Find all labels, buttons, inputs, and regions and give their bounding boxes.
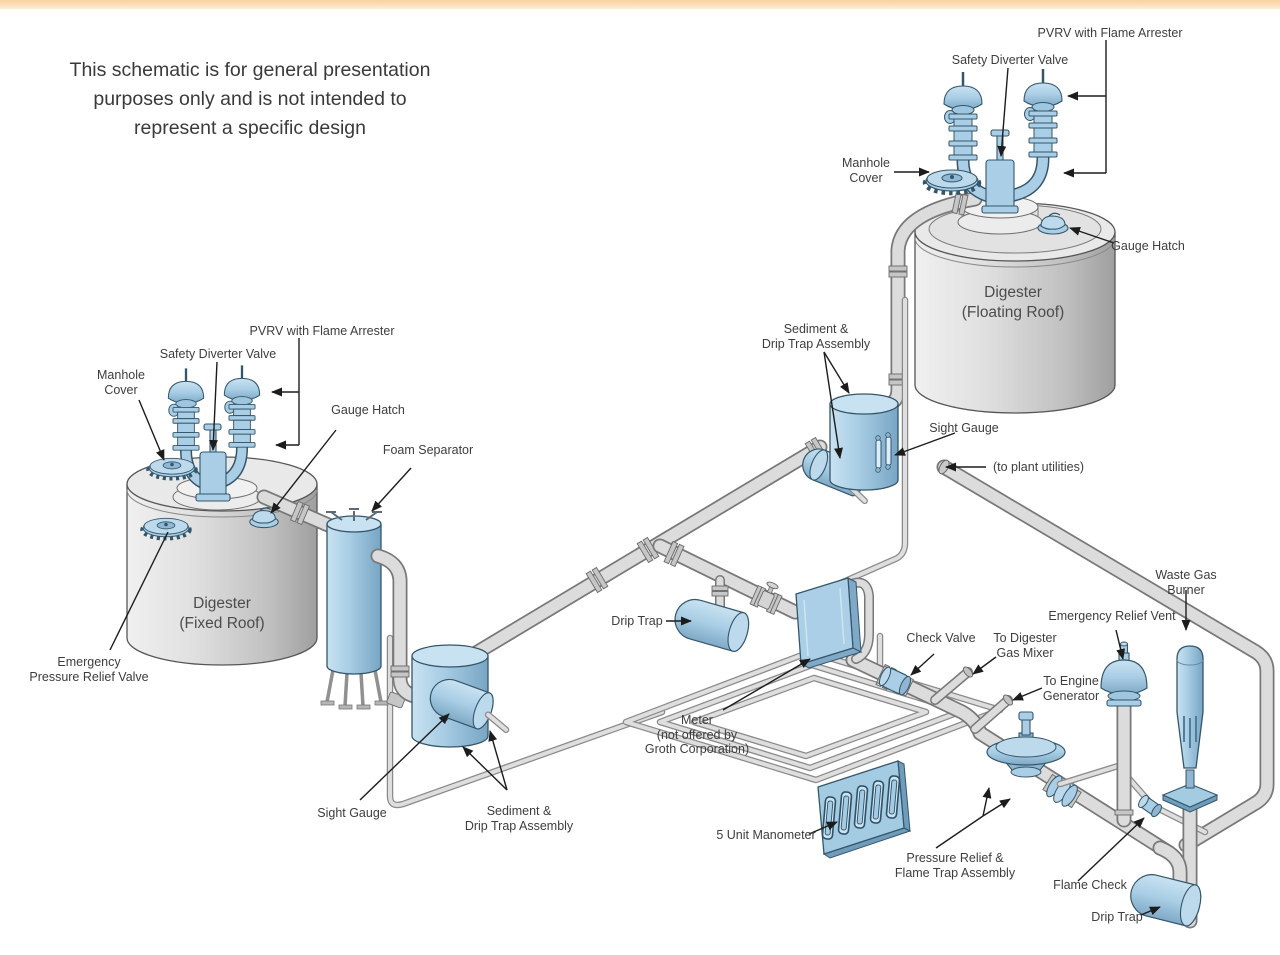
sight-gauge-upper-device — [875, 432, 892, 473]
label-sediment-trap-lower: Sediment & Drip Trap Assembly — [464, 804, 574, 833]
label-drip-trap-center: Drip Trap — [611, 614, 663, 628]
label-manometer: 5 Unit Manometer — [716, 828, 816, 842]
label-waste-gas-burner: Waste Gas Burner — [1155, 568, 1217, 597]
leader-sediment-upper-2 — [823, 351, 843, 459]
check-valve-device — [876, 665, 914, 697]
leader-gauge-hatch-floating — [1069, 226, 1115, 244]
label-to-engine-generator: To Engine Generator — [1042, 674, 1100, 703]
label-sight-gauge-lower: Sight Gauge — [317, 806, 387, 820]
label-meter: Meter (not offered by Groth Corporation) — [644, 713, 750, 756]
background-pipes — [386, 296, 1275, 853]
label-to-digester-gas-mixer: To Digester Gas Mixer — [993, 631, 1057, 660]
leader-engine-generator — [1012, 687, 1043, 701]
pvrv-flame-arrester-floating-left — [942, 70, 984, 162]
label-to-plant-utilities: (to plant utilities) — [993, 460, 1085, 474]
label-drip-trap-lower-right: Drip Trap — [1091, 910, 1143, 924]
leader-sediment-lower-1 — [462, 746, 508, 791]
leader-sight-gauge-lower — [359, 713, 450, 801]
label-check-valve: Check Valve — [906, 631, 976, 645]
label-sediment-trap-upper: Sediment & Drip Trap Assembly — [761, 322, 871, 351]
leader-gas-mixer — [972, 656, 997, 675]
meter-device — [795, 577, 874, 669]
leader-manhole-fixed — [138, 399, 165, 461]
label-foam-separator: Foam Separator — [382, 443, 474, 457]
label-manhole-fixed: Manhole Cover — [97, 368, 145, 397]
label-flame-check: Flame Check — [1053, 878, 1127, 892]
safety-diverter-valve-floating — [981, 129, 1019, 214]
label-safety-diverter-fixed: Safety Diverter Valve — [159, 347, 277, 361]
leader-sdv-fixed — [208, 361, 218, 451]
top-accent-bar — [0, 0, 1280, 9]
pvrv-flame-arrester-fixed-left — [167, 367, 205, 452]
gate-valve-fitting — [749, 581, 783, 616]
pvrv-flame-arrester-fixed-right — [223, 364, 261, 449]
label-digester-floating: Digester (Floating Roof) — [961, 284, 1065, 321]
foam-separator-outlet-pipe — [370, 548, 422, 704]
leader-foam-separator — [371, 467, 412, 512]
leader-drip-trap-lower-right — [1140, 906, 1161, 916]
drip-trap-center-vessel — [674, 575, 750, 652]
label-sight-gauge-upper: Sight Gauge — [929, 421, 999, 435]
valve-assembly-floating — [925, 67, 1069, 235]
leader-check-valve — [910, 653, 935, 676]
leader-erv — [1115, 629, 1126, 660]
leader-manometer — [808, 821, 838, 835]
drip-trap-lower-right-vessel — [1130, 840, 1202, 927]
sediment-drip-trap-assembly-lower — [411, 644, 510, 748]
leader-sediment-lower-2 — [488, 730, 508, 791]
label-manhole-floating: Manhole Cover — [842, 156, 890, 185]
pressure-relief-flame-trap-device — [986, 711, 1082, 809]
leader-meter — [722, 658, 811, 711]
label-pressure-relief-flame-trap: Pressure Relief & Flame Trap Assembly — [894, 851, 1016, 880]
label-safety-diverter-floating: Safety Diverter Valve — [951, 53, 1069, 67]
leader-arrows — [109, 40, 1191, 916]
leader-sediment-upper-1 — [823, 351, 850, 394]
leader-eprv — [109, 531, 169, 651]
label-pvrv-fixed: PVRV with Flame Arrester — [249, 324, 395, 338]
equipment-branch-pipes — [652, 538, 1176, 860]
leader-sight-gauge-upper — [894, 432, 956, 456]
label-pvrv-floating: PVRV with Flame Arrester — [1037, 26, 1183, 40]
leader-sdv-floating — [997, 67, 1009, 157]
manometer-panel — [817, 760, 912, 859]
valve-assembly-fixed — [140, 364, 279, 541]
digester-floating-roof — [914, 195, 1116, 414]
label-gauge-hatch-fixed: Gauge Hatch — [331, 403, 405, 417]
foam-separator-vessel — [320, 508, 406, 710]
label-emergency-relief-vent: Emergency Relief Vent — [1048, 609, 1176, 623]
pvrv-flame-arrester-floating-right — [1022, 67, 1064, 159]
flame-check-device — [1138, 794, 1162, 818]
flame-check-line — [1056, 762, 1209, 836]
label-eprv: Emergency Pressure Relief Valve — [29, 655, 149, 684]
leader-gauge-hatch-fixed — [270, 429, 337, 514]
label-digester-fixed: Digester (Fixed Roof) — [179, 595, 265, 632]
leader-prft — [935, 815, 984, 849]
sediment-drip-trap-assembly-upper — [802, 393, 899, 505]
leader-flame-check — [1077, 817, 1145, 882]
disclaimer-text: This schematic is for general presentati… — [69, 59, 431, 139]
label-gauge-hatch-floating: Gauge Hatch — [1111, 239, 1185, 253]
